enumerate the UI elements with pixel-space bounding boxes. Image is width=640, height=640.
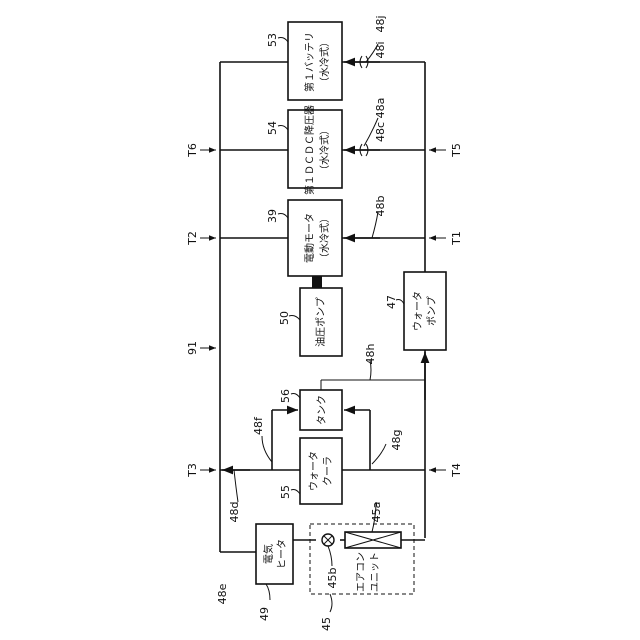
svg-text:T3: T3 (186, 463, 199, 478)
svg-text:48f: 48f (252, 416, 265, 435)
svg-text:48c: 48c (374, 122, 387, 142)
svg-text:54: 54 (266, 121, 279, 135)
svg-text:タンク: タンク (316, 395, 328, 425)
svg-text:45a: 45a (370, 502, 383, 523)
svg-text:45b: 45b (326, 567, 339, 588)
svg-text:53: 53 (266, 33, 279, 47)
svg-text:48g: 48g (390, 430, 403, 451)
svg-text:50: 50 (278, 311, 291, 325)
svg-text:T6: T6 (186, 143, 199, 158)
svg-text:第１ＤＣＤＣ降圧器: 第１ＤＣＤＣ降圧器 (303, 105, 316, 195)
svg-text:（水冷式）: （水冷式） (318, 213, 331, 263)
svg-text:49: 49 (258, 607, 271, 621)
svg-text:T5: T5 (450, 143, 463, 158)
svg-text:T1: T1 (450, 231, 463, 246)
svg-text:91: 91 (186, 341, 199, 355)
svg-text:ヒータ: ヒータ (276, 539, 288, 569)
svg-text:T4: T4 (450, 463, 463, 478)
svg-text:（水冷式）: （水冷式） (318, 37, 331, 87)
svg-text:ポンプ: ポンプ (426, 296, 438, 326)
svg-text:ウォータ: ウォータ (412, 291, 424, 331)
tank-box: タンク (300, 390, 342, 430)
svg-text:電動モータ: 電動モータ (303, 213, 316, 263)
battery-box: 第１バッテリ （水冷式） (288, 22, 342, 100)
svg-text:48e: 48e (216, 583, 229, 604)
svg-text:55: 55 (279, 485, 292, 499)
svg-text:第１バッテリ: 第１バッテリ (303, 32, 316, 92)
water-cooler-box: ウォータ クーラ (300, 438, 342, 504)
svg-text:48b: 48b (374, 195, 387, 216)
svg-text:ウォータ: ウォータ (308, 451, 320, 491)
svg-text:48i: 48i (374, 41, 387, 58)
svg-text:48j: 48j (374, 15, 387, 32)
motor-box: 電動モータ （水冷式） (288, 200, 342, 276)
svg-text:クーラ: クーラ (322, 456, 334, 486)
heater-box: 電気 ヒータ (256, 524, 293, 584)
svg-text:56: 56 (279, 389, 292, 403)
svg-text:45: 45 (320, 617, 333, 631)
svg-text:47: 47 (385, 295, 398, 309)
svg-text:（水冷式）: （水冷式） (318, 125, 331, 175)
dcdc-box: 第１ＤＣＤＣ降圧器 （水冷式） (288, 105, 342, 195)
oil-pump-box: 油圧ポンプ (300, 288, 342, 356)
svg-text:エアコン: エアコン (356, 552, 367, 592)
svg-text:電気: 電気 (262, 544, 275, 564)
svg-text:48a: 48a (374, 98, 387, 119)
svg-text:48d: 48d (228, 502, 241, 523)
svg-text:ユニット: ユニット (370, 552, 381, 592)
svg-text:39: 39 (266, 209, 279, 223)
water-pump-box: ウォータ ポンプ (404, 272, 446, 350)
svg-text:48h: 48h (364, 343, 377, 364)
svg-text:T2: T2 (186, 231, 199, 246)
svg-text:油圧ポンプ: 油圧ポンプ (314, 297, 327, 347)
motor-shaft (312, 276, 322, 288)
